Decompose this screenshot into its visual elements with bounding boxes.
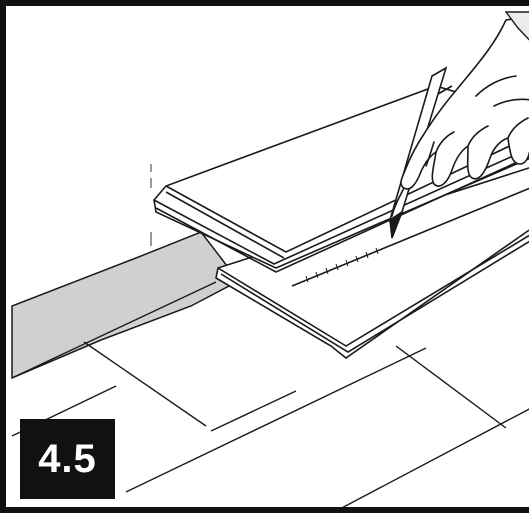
sleeve (504, 11, 529, 41)
step-number-badge: 4.5 (20, 419, 115, 499)
underlay-strip (11, 231, 237, 380)
flooring-illustration (11, 11, 529, 507)
hand (391, 16, 529, 217)
tongue-notches (305, 247, 379, 283)
lower-plank (215, 167, 529, 359)
